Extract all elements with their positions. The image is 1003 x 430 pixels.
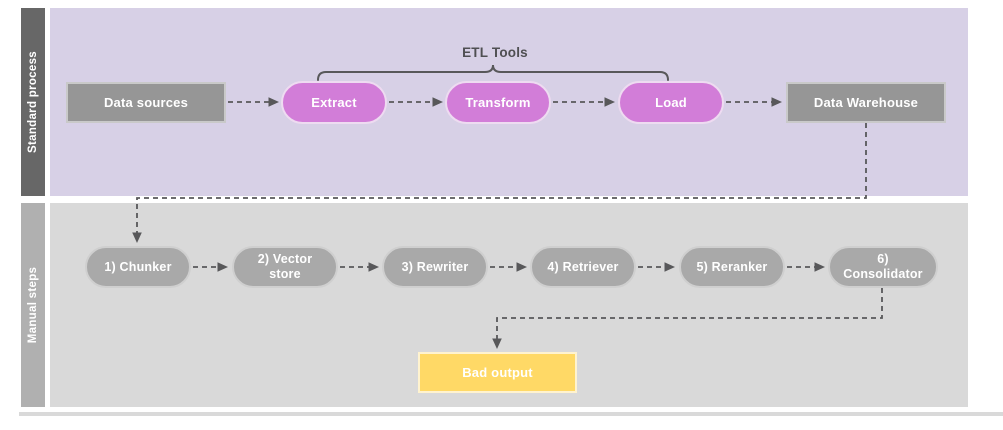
bottom-divider [19,412,1003,416]
node-vector-store: 2) Vector store [232,246,338,288]
node-chunker: 1) Chunker [85,246,191,288]
node-retriever: 4) Retriever [530,246,636,288]
lane-standard-process-label: Standard process [27,51,40,153]
node-consolidator: 6) Consolidator [828,246,938,288]
node-data-warehouse: Data Warehouse [786,82,946,123]
node-transform: Transform [445,81,551,124]
lane-manual-steps-bar: Manual steps [21,203,45,407]
node-rewriter: 3) Rewriter [382,246,488,288]
lane-manual-steps-label: Manual steps [27,266,40,344]
node-data-sources: Data sources [66,82,226,123]
node-reranker: 5) Reranker [679,246,785,288]
node-bad-output: Bad output [418,352,577,393]
etl-tools-annotation: ETL Tools [462,45,528,60]
node-extract: Extract [281,81,387,124]
lane-standard-process-bar: Standard process [21,8,45,196]
node-load: Load [618,81,724,124]
